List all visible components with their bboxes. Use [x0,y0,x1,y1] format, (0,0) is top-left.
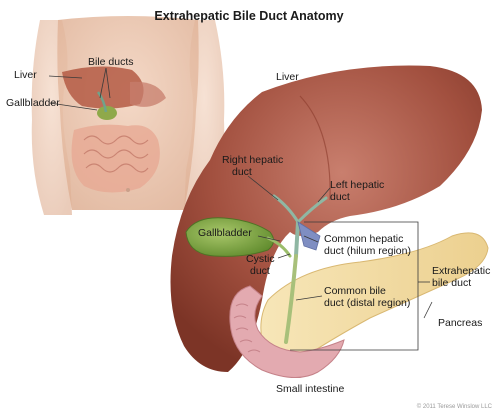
small-intestine-label: Small intestine [276,383,344,395]
extrahepatic-bile-duct-label-line2: bile duct [432,277,471,289]
common-hepatic-duct-label: Common hepatic [324,233,403,245]
cystic-duct-label-line2: duct [250,265,270,277]
pancreas-label: Pancreas [438,317,482,329]
right-hepatic-duct-label-line2: duct [232,166,252,178]
common-bile-duct-label: Common bile [324,285,386,297]
common-hepatic-duct-label-line2: duct (hilum region) [324,245,411,257]
extrahepatic-bile-duct-label: Extrahepatic [432,265,490,277]
cystic-duct-label: Cystic [246,253,275,265]
common-bile-duct-label-line2: duct (distal region) [324,297,410,309]
title: Extrahepatic Bile Duct Anatomy [154,9,343,23]
inset-gallbladder-label: Gallbladder [6,97,60,109]
left-hepatic-duct-label-line2: duct [330,191,350,203]
credit: © 2011 Terese Winslow LLC [417,403,493,410]
left-hepatic-duct-label: Left hepatic [330,179,384,191]
inset-bile-ducts-label: Bile ducts [88,56,134,68]
gallbladder-label: Gallbladder [198,227,252,239]
right-hepatic-duct-label: Right hepatic [222,154,283,166]
inset-liver-label: Liver [14,69,37,81]
inset-gallbladder [97,106,117,120]
liver-label: Liver [276,71,299,83]
